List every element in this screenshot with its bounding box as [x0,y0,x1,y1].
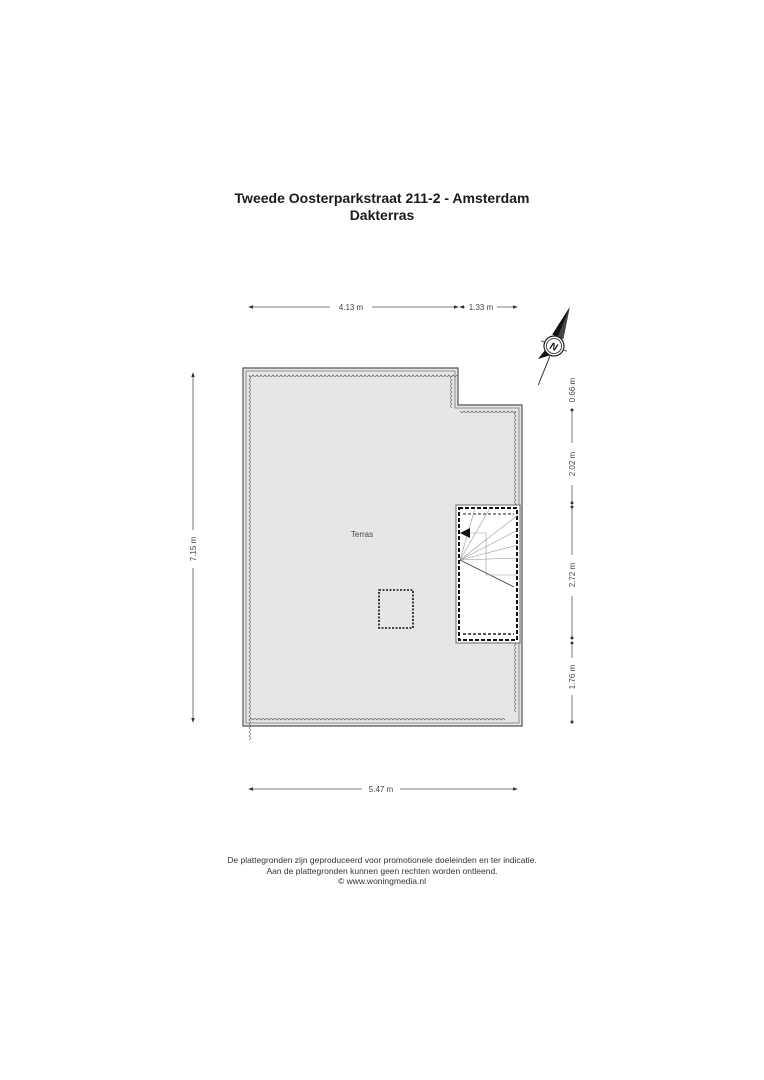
north-compass-icon: N [537,307,570,386]
disclaimer-line-1: De plattegronden zijn geproduceerd voor … [227,855,537,865]
dim-right-label-2: 2.02 m [568,451,577,476]
dim-top-left-label: 4.13 m [339,303,364,312]
roof-hatch [378,589,414,629]
stair-direction-arrow-icon [460,528,470,538]
dim-bottom-label: 5.47 m [369,785,394,794]
copyright-link[interactable]: © www.woningmedia.nl [338,876,426,886]
dim-left-label: 7.15 m [189,536,198,561]
compass-north-label: N [548,341,560,354]
dim-right-label-1: 0.66 m [568,377,577,402]
disclaimer: De plattegronden zijn geproduceerd voor … [0,855,764,887]
dimension-right: 0.66 m 2.02 m 2.72 m 1.76 m [568,377,577,724]
disclaimer-line-2: Aan de plattegronden kunnen geen rechten… [266,865,498,876]
floor-title: Dakterras [349,207,415,223]
staircase [455,504,521,644]
dimension-top: 4.13 m 1.33 m [248,303,518,312]
address-title: Tweede Oosterparkstraat 211-2 - Amsterda… [234,190,530,206]
dim-top-right-label: 1.33 m [469,303,494,312]
dim-right-label-4: 1.76 m [568,664,577,689]
dimension-bottom: 5.47 m [248,785,518,794]
room-label-terras: Terras [351,530,373,539]
dimension-left: 7.15 m [189,372,198,723]
dim-right-label-3: 2.72 m [568,562,577,587]
